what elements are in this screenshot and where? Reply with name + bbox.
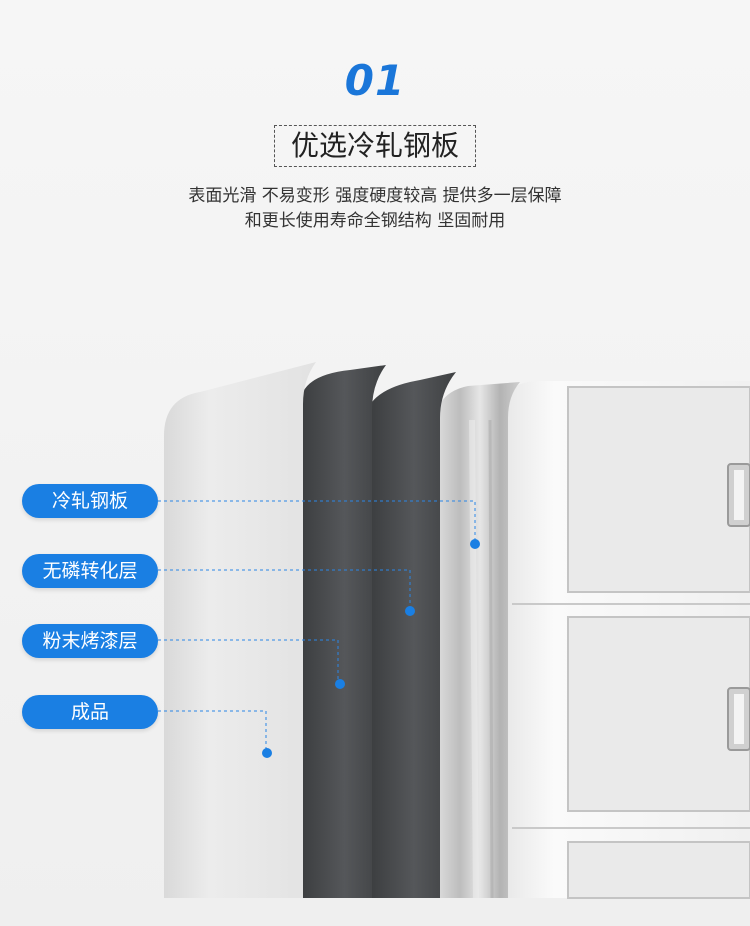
section-title: 优选冷轧钢板 bbox=[290, 129, 459, 162]
marker-dot-finished bbox=[262, 748, 272, 758]
finished-layer bbox=[164, 362, 316, 898]
powder-coat-layer bbox=[303, 365, 386, 898]
label-conversion-layer: 无磷转化层 bbox=[22, 554, 158, 588]
cold-rolled-steel-layer bbox=[440, 382, 520, 899]
cabinet-body bbox=[505, 381, 750, 899]
marker-dot-steel bbox=[470, 539, 480, 549]
label-cold-rolled-steel: 冷轧钢板 bbox=[22, 484, 158, 518]
marker-dot-powder bbox=[335, 679, 345, 689]
description-line-1: 表面光滑 不易变形 强度硬度较高 提供多一层保障 bbox=[188, 186, 562, 206]
title-frame bbox=[274, 125, 476, 167]
label-powder-coat-layer: 粉末烤漆层 bbox=[22, 624, 158, 658]
section-number: 01 bbox=[344, 56, 406, 105]
description-line-2: 和更长使用寿命全钢结构 坚固耐用 bbox=[244, 211, 506, 231]
leader-lines bbox=[158, 500, 476, 752]
marker-dot-conversion bbox=[405, 606, 415, 616]
label-finished-product: 成品 bbox=[22, 695, 158, 729]
conversion-layer bbox=[372, 372, 456, 898]
